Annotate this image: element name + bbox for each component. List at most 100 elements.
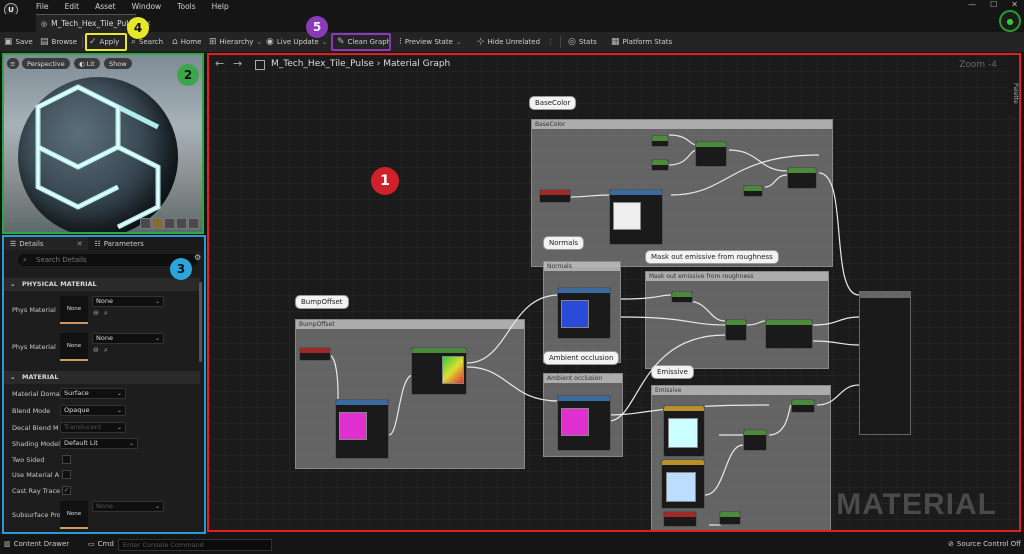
bubble-mask-emissive[interactable]: Mask out emissive from roughness [645,250,779,264]
comment-bumpoffset[interactable]: BumpOffset [295,319,525,469]
content-drawer-button[interactable]: ▥Content Drawer [4,540,69,548]
perspective-button[interactable]: Perspective [22,58,70,69]
phys-material-thumbnail[interactable]: None [60,333,88,361]
save-button[interactable]: ▣Save [4,34,33,50]
menu-edit[interactable]: Edit [64,2,80,11]
hide-unrelated-button[interactable]: ⊹Hide Unrelated⋮ [477,34,554,50]
constant-node[interactable] [743,185,763,197]
zoom-level: Zoom -4 [959,60,997,70]
thumbnail-none-label: None [66,511,82,517]
browse-button[interactable]: ▤Browse [40,34,77,50]
height-texture-sample-node[interactable] [335,399,389,459]
cylinder-mesh-icon[interactable] [140,218,151,229]
texcoord-node[interactable] [539,189,571,203]
use-selected-icon[interactable]: ⊖ [93,309,99,317]
sphere-mesh-icon[interactable] [152,218,163,229]
bubble-ambient-occlusion[interactable]: Ambient occlusion [543,351,620,365]
menu-file[interactable]: File [36,2,49,11]
bubble-normals[interactable]: Normals [543,236,584,250]
shading-model-combo[interactable]: Default Lit⌄ [60,438,138,449]
details-scrollbar[interactable] [199,282,202,362]
lerp-node[interactable] [695,141,727,167]
console-command-input[interactable]: Enter Console Command [118,539,272,551]
viewport-menu-icon[interactable]: ≡ [7,58,19,69]
combo-value: Opaque [64,406,90,414]
cast-ray-traced-shadows-checkbox[interactable]: ✓ [62,486,71,495]
constant-node[interactable] [671,291,693,303]
phys-material-combo[interactable]: None⌄ [92,296,164,307]
bubble-emissive[interactable]: Emissive [651,365,694,379]
time-node[interactable] [663,511,697,527]
close-window-button[interactable]: ✕ [1011,0,1018,9]
ao-texture-sample-node[interactable] [557,395,611,451]
apply-button[interactable]: ✓Apply [89,34,119,50]
teapot-mesh-icon[interactable] [188,218,199,229]
preview-state-button[interactable]: ⁝Preview State⌄ [399,34,462,50]
normal-texture-sample-node[interactable] [557,287,611,339]
more-options-icon[interactable]: ⋮ [547,38,555,46]
multiply-node[interactable] [791,399,815,413]
sine-node[interactable] [719,511,741,525]
palette-tab[interactable]: Palette [1007,55,1019,115]
chevron-down-icon: ⌄ [116,424,122,431]
document-tab[interactable]: ◎ M_Tech_Hex_Tile_Pulse ✕ [36,14,151,32]
material-domain-combo[interactable]: Surface⌄ [60,388,126,399]
home-button[interactable]: ⌂Home [172,34,201,50]
lit-button[interactable]: ◐Lit [74,58,100,69]
category-material[interactable]: ⌄MATERIAL [4,371,200,384]
cmd-button[interactable]: ▭Cmd [88,540,114,548]
cube-mesh-icon[interactable] [176,218,187,229]
breadcrumb-asset[interactable]: M_Tech_Hex_Tile_Pulse [271,59,374,69]
constant-node[interactable] [651,159,669,171]
tab-parameters[interactable]: ☷Parameters [88,237,149,250]
search-button[interactable]: ⌕Search [131,34,163,50]
phys-material-label: Phys Material [12,343,56,351]
phys-material-combo[interactable]: None⌄ [92,333,164,344]
emissive-param-node[interactable] [663,405,705,457]
clamp-node[interactable] [765,319,813,349]
minimize-button[interactable]: — [968,0,977,9]
material-graph-panel[interactable]: ← → M_Tech_Hex_Tile_Pulse › Material Gra… [207,53,1021,532]
material-output-node[interactable] [859,291,911,435]
stats-button[interactable]: ◎Stats [568,34,597,50]
multiply-node[interactable] [787,167,817,189]
menu-tools[interactable]: Tools [177,2,196,11]
gear-icon[interactable]: ⚙ [194,253,202,262]
live-update-button[interactable]: ◉Live Update⌄ [266,34,328,50]
two-sided-checkbox[interactable] [62,455,71,464]
source-control-button[interactable]: ⊘Source Control Off [948,540,1021,548]
clean-graph-button[interactable]: ✎Clean Graph [337,34,391,50]
use-selected-icon[interactable]: ⊖ [93,346,99,354]
user-avatar[interactable]: ● [999,10,1021,32]
subsurface-profile-thumbnail[interactable]: None [60,501,88,529]
back-arrow-icon[interactable]: ← [215,57,225,70]
material-preview-viewport[interactable]: ≡ Perspective ◐Lit Show ┘ [2,53,204,234]
plane-mesh-icon[interactable] [164,218,175,229]
use-material-attributes-checkbox[interactable] [62,470,71,479]
phys-material-thumbnail[interactable]: None [60,296,88,324]
lerp-node[interactable] [743,429,767,451]
blend-mode-combo[interactable]: Opaque⌄ [60,405,126,416]
maximize-button[interactable]: ☐ [990,0,998,9]
browse-asset-icon[interactable]: ⌕ [104,309,108,317]
menu-window[interactable]: Window [131,2,162,11]
menu-help[interactable]: Help [211,2,229,11]
category-physical-material[interactable]: ⌄PHYSICAL MATERIAL [4,278,200,291]
tab-details[interactable]: ☰Details✕ [4,237,89,250]
texture-sample-node[interactable] [609,189,663,245]
emissive-color-node[interactable] [661,459,705,509]
hierarchy-button[interactable]: ⊞Hierarchy⌄ [209,34,262,50]
texcoord-node[interactable] [299,347,331,361]
tab-close-icon[interactable]: ✕ [76,239,83,248]
forward-arrow-icon[interactable]: → [233,57,243,70]
browse-asset-icon[interactable]: ⌕ [104,346,108,354]
menu-asset[interactable]: Asset [95,2,116,11]
details-search-input[interactable]: ⌕Search Details [18,254,198,266]
constant-node[interactable] [651,135,669,147]
bubble-basecolor[interactable]: BaseColor [529,96,577,110]
show-button[interactable]: Show [104,58,132,69]
lerp-node[interactable] [725,319,747,341]
bumpoffset-node[interactable] [411,347,467,395]
platform-stats-button[interactable]: ▦Platform Stats [611,34,672,50]
bubble-bumpoffset[interactable]: BumpOffset [295,295,349,309]
